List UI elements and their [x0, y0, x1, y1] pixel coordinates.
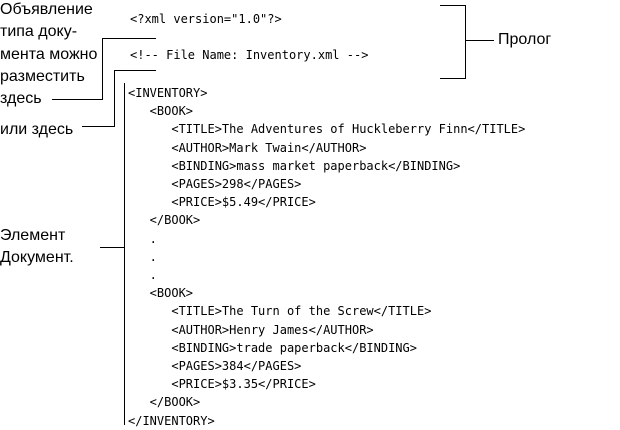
document-code-line: . [128, 231, 157, 246]
or-here-label: или здесь [0, 121, 74, 138]
document-code-line: <INVENTORY> [128, 86, 208, 100]
document-element-label-line-1: Элемент [0, 227, 66, 244]
declaration-label-line-3: мента можно [0, 46, 98, 63]
document-code-line: <PRICE>$5.49</PRICE> [128, 195, 316, 210]
document-code-line: </BOOK> [128, 395, 201, 410]
document-code-line: </INVENTORY> [128, 413, 215, 428]
xml-comment-code: <!-- File Name: Inventory.xml --> [130, 48, 369, 62]
here-pointer-vertical [102, 38, 103, 100]
or-here-pointer-vertical [114, 70, 115, 127]
here-pointer-top-tick [102, 38, 156, 39]
declaration-label-line-2: типа доку- [0, 23, 78, 40]
document-code-line: <PRICE>$3.35</PRICE> [128, 377, 316, 392]
document-code-line: <AUTHOR>Mark Twain</AUTHOR> [128, 140, 367, 155]
document-element-bracket [124, 83, 125, 425]
document-code-line: <AUTHOR>Henry James</AUTHOR> [128, 322, 374, 337]
document-element-pointer [100, 247, 124, 248]
document-code-line: <BINDING>mass market paperback</BINDING> [128, 158, 461, 173]
xml-declaration-code: <?xml version="1.0"?> [130, 12, 282, 26]
document-code-line: <BOOK> [128, 286, 194, 301]
prolog-bracket-top [440, 5, 466, 6]
declaration-label-line-1: Объявление [0, 1, 93, 18]
prolog-bracket-bottom [440, 78, 466, 79]
document-code-line: <TITLE>The Adventures of Huckleberry Fin… [128, 122, 526, 137]
document-code-line: <PAGES>298</PAGES> [128, 177, 302, 191]
or-here-pointer-horizontal [82, 126, 114, 127]
document-code-line: . [128, 249, 157, 264]
prolog-bracket-vertical [465, 5, 466, 78]
document-code-line: <BOOK> [128, 104, 194, 119]
document-code-line: <TITLE>The Turn of the Screw</TITLE> [128, 304, 432, 319]
document-code-line: <BINDING>trade paperback</BINDING> [128, 340, 417, 355]
prolog-pointer [466, 40, 494, 41]
document-code-line: <PAGES>384</PAGES> [128, 359, 302, 373]
declaration-label-line-4: разместить [0, 68, 85, 85]
prolog-label: Пролог [498, 31, 552, 48]
document-element-label-line-2: Документ. [0, 249, 74, 266]
document-code-line: </BOOK> [128, 213, 201, 228]
declaration-label-line-5: здесь [0, 90, 42, 107]
document-code-line: . [128, 268, 157, 282]
or-here-pointer-top-tick [114, 70, 156, 71]
here-pointer-horizontal [52, 99, 102, 100]
